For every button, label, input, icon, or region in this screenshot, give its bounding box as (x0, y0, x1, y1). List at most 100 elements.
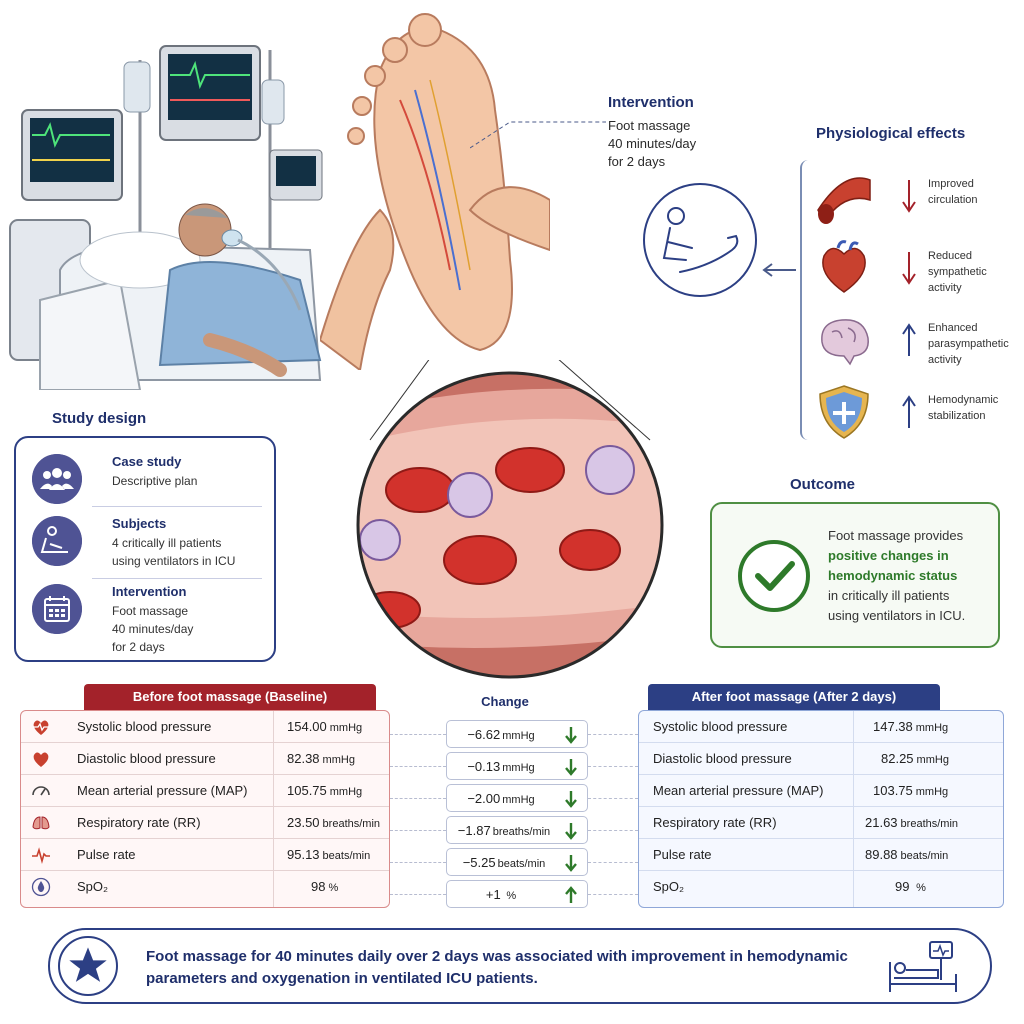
intervention-title: Intervention (608, 94, 694, 111)
metric-label: SpO₂ (653, 879, 685, 894)
metric-value: 95.13 (287, 847, 320, 862)
effect-text: Enhanced (928, 322, 978, 334)
star-icon (58, 936, 118, 996)
metric-unit: mmHg (916, 754, 949, 766)
before-table-header: Before foot massage (Baseline) (84, 684, 376, 710)
brain-icon (821, 319, 869, 366)
metric-unit: mmHg (915, 786, 949, 798)
study-row-heading: Case study (112, 454, 182, 469)
heart-icon (822, 240, 866, 293)
connector-line (390, 894, 446, 895)
summary-text: Foot massage for 40 minutes daily over 2… (146, 946, 886, 990)
outcome-panel: Foot massage provides positive changes i… (710, 502, 1000, 648)
outcome-text: Foot massage provides positive changes i… (828, 526, 998, 626)
outcome-highlight: hemodynamic status (828, 568, 958, 583)
metric-unit: mmHg (322, 754, 355, 766)
summary-banner: Foot massage for 40 minutes daily over 2… (48, 928, 992, 1004)
connector-line (588, 734, 638, 735)
intervention-line: for 2 days (608, 154, 666, 169)
change-cell: +1 % (446, 880, 588, 908)
outcome-line: Foot massage provides (828, 528, 964, 543)
change-unit: mmHg (502, 730, 535, 742)
arrow-down-icon (565, 727, 577, 744)
study-row-heading: Intervention (112, 584, 187, 599)
outcome-title: Outcome (790, 476, 856, 493)
metric-label: Pulse rate (77, 847, 136, 862)
change-value: −0.13 (467, 759, 501, 774)
connector-line (390, 830, 446, 831)
intervention-line: 40 minutes/day (608, 136, 697, 151)
arrow-down-icon (902, 252, 916, 285)
study-row-text: 40 minutes/day (112, 622, 194, 636)
study-row-heading: Subjects (112, 516, 167, 531)
group-icon (32, 454, 82, 504)
metric-unit: breaths/min (322, 818, 381, 830)
summary-line: parameters and oxygenation in ventilated… (146, 970, 538, 987)
hospital-bed-icon (889, 941, 957, 992)
change-value: +1 (485, 887, 501, 902)
foot-massage-illustration (320, 13, 550, 370)
metric-label: Diastolic blood pressure (653, 751, 792, 766)
change-value: −5.25 (462, 855, 496, 870)
change-value: −2.00 (467, 791, 501, 806)
metric-value: 21.63 (865, 815, 898, 830)
change-unit: breaths/min (492, 826, 551, 838)
arrow-down-icon (565, 823, 577, 840)
gauge-icon (32, 786, 50, 796)
study-row-text: for 2 days (112, 640, 165, 654)
connector-line (390, 862, 446, 863)
effect-text: activity (928, 282, 962, 294)
shield-icon (819, 385, 869, 439)
arrow-left-icon (762, 263, 796, 277)
metric-value: 89.88 (865, 847, 898, 862)
connector-line (588, 766, 638, 767)
intervention-line: Foot massage (608, 118, 691, 133)
after-table-header: After foot massage (After 2 days) (648, 684, 940, 710)
study-row-text: using ventilators in ICU (112, 554, 236, 568)
metric-label: Respiratory rate (RR) (653, 815, 777, 830)
arrow-down-icon (565, 759, 577, 776)
metric-label: Mean arterial pressure (MAP) (653, 783, 824, 798)
metric-unit: % (328, 882, 339, 894)
metric-value: 98 (311, 879, 326, 894)
divider (92, 506, 262, 507)
outcome-line: in critically ill patients (828, 588, 950, 603)
metric-label: Mean arterial pressure (MAP) (77, 783, 248, 798)
arrow-down-icon (565, 791, 577, 808)
metric-value: 147.38 (873, 719, 913, 734)
metric-unit: mmHg (329, 722, 363, 734)
effect-text: activity (928, 354, 962, 366)
metric-value: 99 (895, 879, 910, 894)
connector-line (588, 894, 638, 895)
metric-value: 105.75 (287, 783, 327, 798)
metric-value: 103.75 (873, 783, 913, 798)
effect-text: Hemodynamic (928, 394, 999, 406)
outcome-line: using ventilators in ICU. (828, 608, 966, 623)
calendar-icon (32, 584, 82, 634)
callout-connector (470, 121, 606, 149)
intervention-callout: Intervention Foot massage 40 minutes/day… (608, 94, 748, 171)
drop-icon (31, 877, 51, 897)
column-divider (273, 711, 274, 907)
change-value: −1.87 (457, 823, 491, 838)
metric-unit: % (916, 882, 926, 894)
summary-line: Foot massage for 40 minutes daily over 2… (146, 948, 848, 965)
ecg-icon (32, 847, 50, 864)
